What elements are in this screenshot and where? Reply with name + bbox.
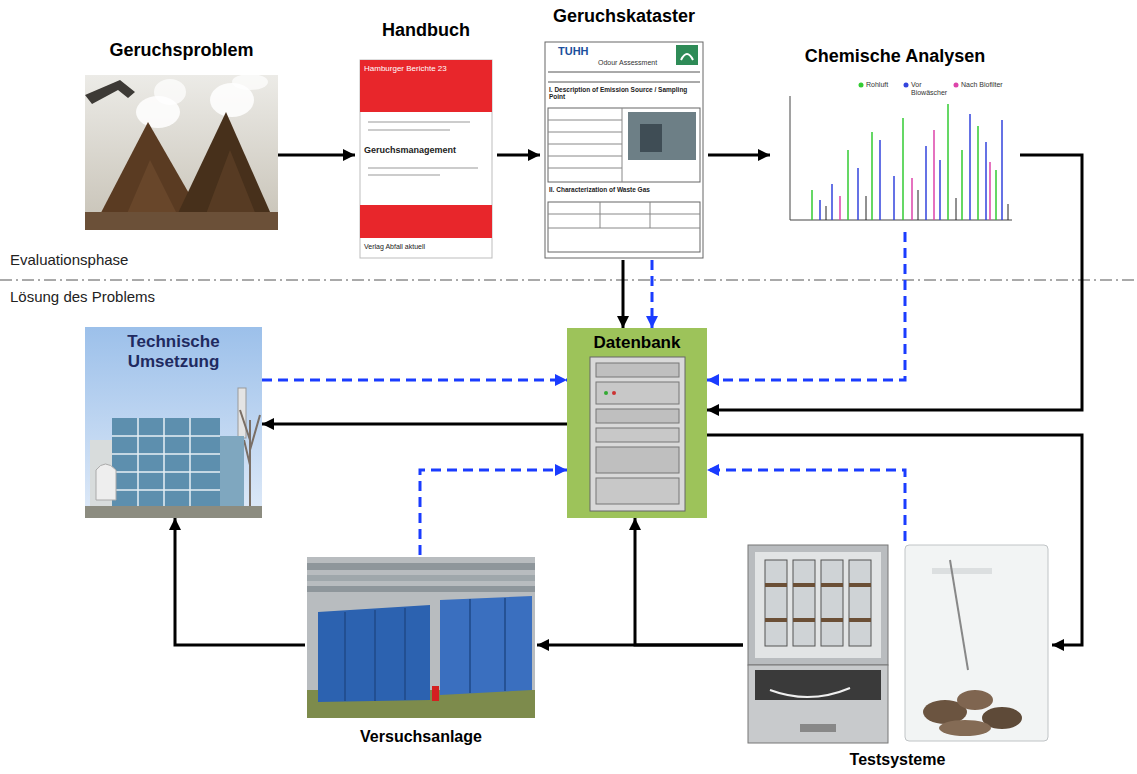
process-node: Chemische Analysen xyxy=(770,44,1020,232)
node-heading: Versuchsanlage xyxy=(360,728,482,746)
process-node: Datenbank xyxy=(567,328,707,518)
process-arrow xyxy=(708,154,770,157)
plant-building-photo xyxy=(85,327,262,518)
process-node: Handbuch xyxy=(355,18,497,258)
process-arrow xyxy=(278,154,355,157)
process-arrow xyxy=(262,423,567,426)
chromatogram xyxy=(775,78,1015,232)
process-node: Geruchskataster xyxy=(540,4,708,260)
pilot-plant-photo xyxy=(307,557,535,718)
process-node: Technische Umsetzung xyxy=(85,327,262,518)
process-arrow xyxy=(175,518,305,645)
chart-series-name: Rohluft xyxy=(866,81,906,89)
node-heading: Geruchsproblem xyxy=(109,40,253,61)
phase-label: Evaluationsphase xyxy=(10,251,210,268)
handbook-cover xyxy=(360,60,492,258)
odour-register-form xyxy=(545,42,703,258)
process-arrow xyxy=(707,435,1082,645)
process-node: Versuchsanlage xyxy=(305,555,537,749)
node-heading: Geruchskataster xyxy=(553,6,695,27)
cover-text: Hamburger Berichte 23 xyxy=(364,64,488,73)
node-heading: Datenbank xyxy=(594,333,681,353)
chart-series-name: Nach Biofilter xyxy=(961,81,1013,89)
data-flow-arrow xyxy=(651,260,654,328)
node-heading: Handbuch xyxy=(382,20,470,41)
test-kit-photos xyxy=(748,545,1048,743)
form-section: I. Description of Emission Source / Samp… xyxy=(549,86,699,101)
database-server xyxy=(567,328,707,518)
node-heading: Testsysteme xyxy=(850,751,946,769)
form-heading: Odour Assessment xyxy=(598,59,674,67)
form-logo-text: TUHH xyxy=(558,45,608,58)
process-arrow xyxy=(707,155,1082,410)
process-node: Testsysteme xyxy=(743,541,1052,772)
process-arrow xyxy=(635,518,743,645)
cover-text: Verlag Abfall aktuell xyxy=(364,243,488,251)
process-arrow xyxy=(497,154,540,157)
chart-series-name: Vor Biowäscher xyxy=(911,81,959,97)
compost-photo xyxy=(85,74,278,230)
phase-label: Lösung des Problems xyxy=(10,288,210,305)
data-flow-arrow xyxy=(707,470,905,541)
node-heading: Technische Umsetzung xyxy=(99,332,249,371)
phase-divider xyxy=(0,280,1137,281)
cover-text: Geruchsmanagement xyxy=(364,145,488,155)
node-heading: Chemische Analysen xyxy=(805,46,985,67)
data-flow-arrow xyxy=(262,379,567,382)
process-arrow xyxy=(622,260,625,328)
process-node: Geruchsproblem xyxy=(85,38,278,232)
data-flow-arrow xyxy=(420,470,567,555)
form-section: II. Characterization of Waste Gas xyxy=(549,186,699,193)
data-flow-arrow xyxy=(707,232,905,380)
